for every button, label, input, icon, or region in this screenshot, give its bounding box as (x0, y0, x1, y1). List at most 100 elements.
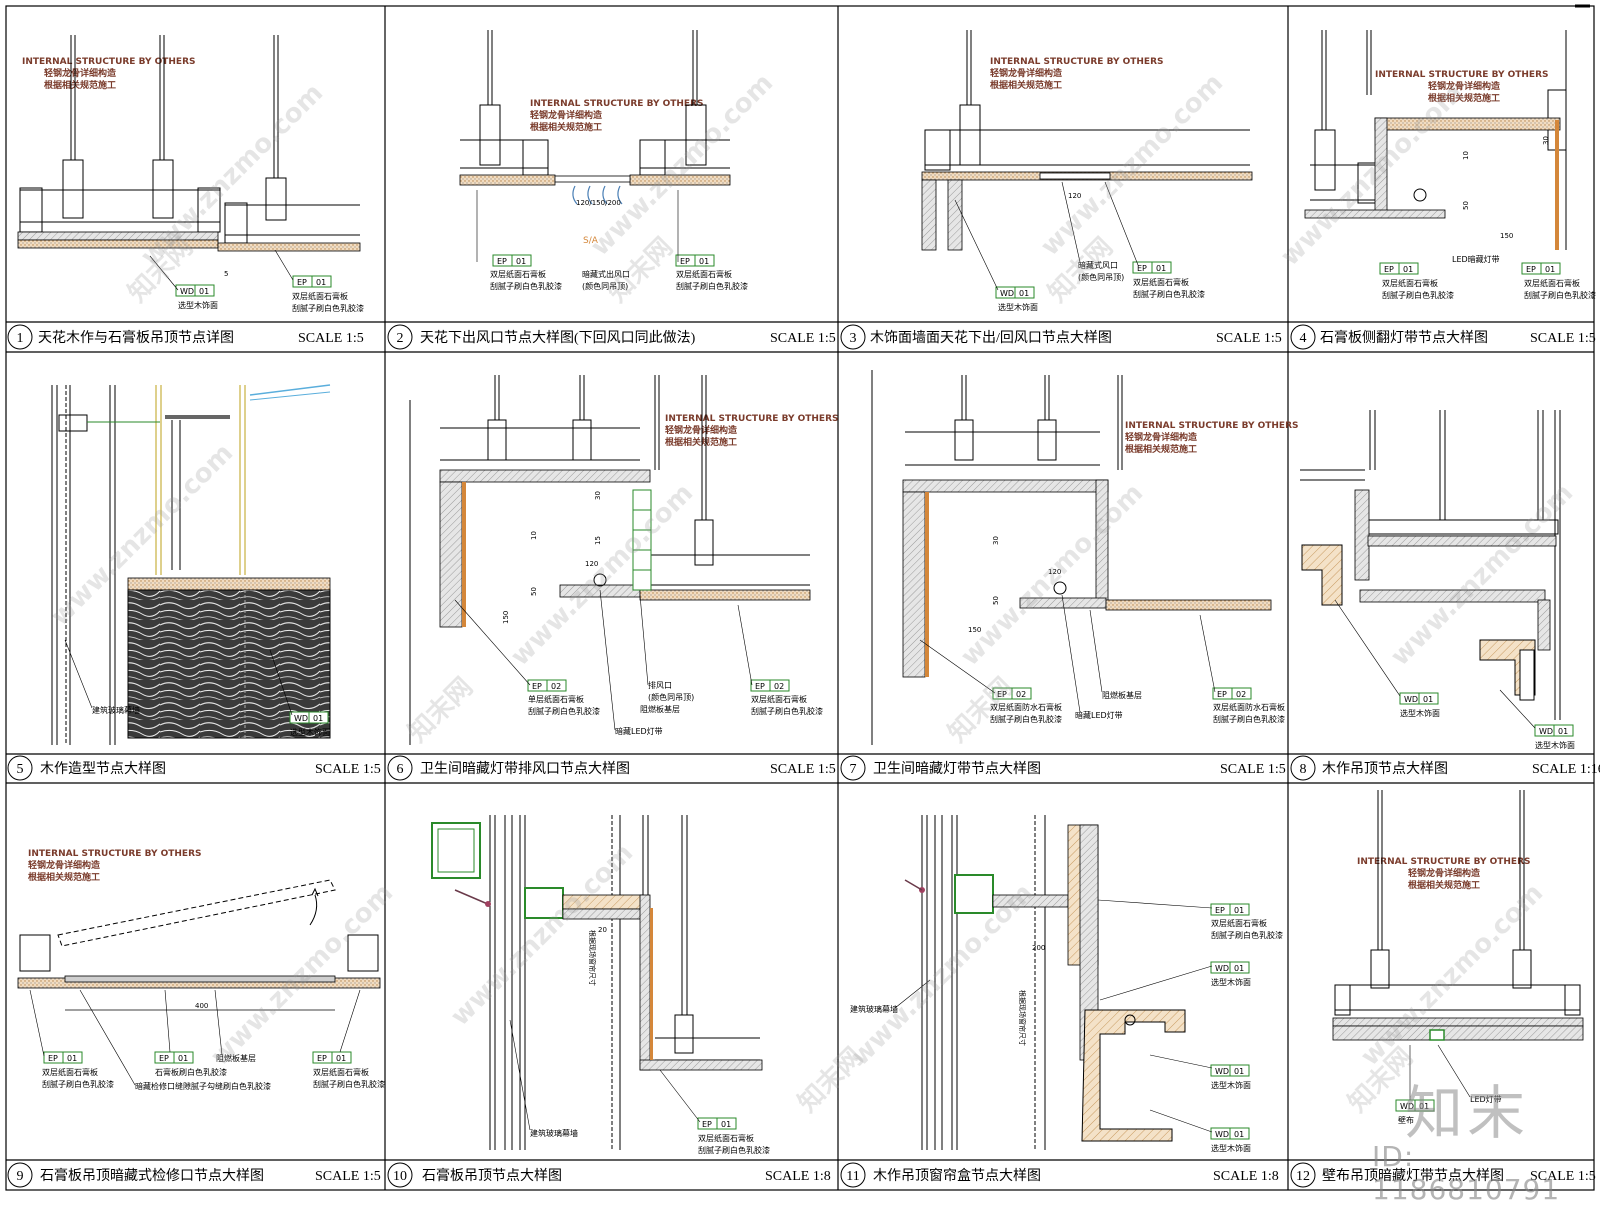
title-text: 木作吊顶窗帘盒节点大样图 (873, 1167, 1041, 1184)
tag-ep-01: EP 01 (43, 1051, 83, 1064)
svg-text:EP: EP (532, 682, 542, 691)
svg-text:120: 120 (585, 560, 598, 568)
svg-text:01: 01 (1234, 1067, 1244, 1076)
svg-text:01: 01 (1545, 265, 1555, 274)
title-number: 8 (1300, 762, 1307, 777)
title-text: 石膏板吊顶节点大样图 (422, 1167, 562, 1184)
tag-wd-01: WD 01 (1210, 1127, 1250, 1140)
internal-note: INTERNAL STRUCTURE BY OTHERS 轻钢龙骨详细构造 根据… (1357, 857, 1531, 891)
svg-text:暗藏LED灯带: 暗藏LED灯带 (1075, 710, 1123, 720)
svg-text:WD: WD (1215, 1130, 1229, 1139)
svg-text:双层纸面石膏板: 双层纸面石膏板 (490, 269, 546, 279)
svg-text:刮腻子刷白色乳胶漆: 刮腻子刷白色乳胶漆 (676, 281, 748, 291)
note-cn-2: 根据相关规范施工 (530, 121, 602, 133)
note-cn-2: 根据相关规范施工 (1428, 92, 1500, 104)
svg-text:02: 02 (1236, 690, 1246, 699)
note-en: INTERNAL STRUCTURE BY OTHERS (1375, 70, 1549, 80)
title-number-circle (387, 324, 413, 350)
svg-text:LED灯带: LED灯带 (1470, 1094, 1502, 1104)
title-number: 4 (1300, 331, 1307, 346)
note-en: INTERNAL STRUCTURE BY OTHERS (22, 57, 196, 67)
svg-text:02: 02 (551, 682, 561, 691)
svg-text:刮腻子刷白色乳胶漆: 刮腻子刷白色乳胶漆 (1133, 289, 1205, 299)
svg-text:01: 01 (1423, 695, 1433, 704)
title-text: 木作吊顶节点大样图 (1322, 761, 1448, 777)
detail-panel-5: 建筑玻璃幕墙 WD 01 选型木饰面 (51, 384, 331, 745)
svg-text:EP: EP (297, 278, 307, 287)
tag-ep-01: EP 01 (1521, 262, 1561, 275)
title-scale: SCALE 1:5 (1216, 331, 1282, 346)
svg-text:01: 01 (1234, 1130, 1244, 1139)
note-cn-2: 根据相关规范施工 (1125, 443, 1197, 455)
svg-text:WD: WD (294, 714, 308, 723)
supply-air: S/A (583, 236, 599, 246)
svg-text:刮腻子刷白色乳胶漆: 刮腻子刷白色乳胶漆 (490, 281, 562, 291)
title-number-circle (387, 1162, 413, 1188)
title-number: 12 (1296, 1169, 1310, 1184)
svg-text:阻燃板基层: 阻燃板基层 (216, 1053, 256, 1063)
svg-text:双层纸面石膏板: 双层纸面石膏板 (313, 1067, 369, 1077)
title-number-circle (7, 1162, 33, 1188)
svg-text:01: 01 (313, 714, 323, 723)
title-text: 天花木作与石膏板吊顶节点详图 (38, 329, 234, 346)
title-number-circle (7, 755, 33, 781)
title-number: 7 (850, 762, 857, 777)
svg-text:建筑玻璃幕墙: 建筑玻璃幕墙 (92, 705, 140, 715)
internal-note: INTERNAL STRUCTURE BY OTHERS 轻钢龙骨详细构造 根据… (1125, 421, 1299, 455)
title-number-circle (1290, 755, 1316, 781)
tag-wd-01: WD 01 (289, 711, 329, 724)
svg-text:选型木饰面: 选型木饰面 (1211, 1080, 1251, 1090)
svg-text:EP: EP (497, 257, 507, 266)
svg-text:01: 01 (67, 1054, 77, 1063)
svg-text:选型木饰面: 选型木饰面 (290, 727, 330, 737)
note-en: INTERNAL STRUCTURE BY OTHERS (530, 99, 704, 109)
svg-text:刮腻子刷白色乳胶漆: 刮腻子刷白色乳胶漆 (1211, 930, 1283, 940)
svg-text:暗藏检修口缝隙腻子勾缝刷白色乳胶漆: 暗藏检修口缝隙腻子勾缝刷白色乳胶漆 (135, 1081, 271, 1091)
svg-text:WD: WD (1539, 727, 1553, 736)
note-cn-1: 轻钢龙骨详细构造 (28, 859, 101, 871)
svg-text:EP: EP (1526, 265, 1536, 274)
svg-text:EP: EP (159, 1054, 169, 1063)
svg-text:01: 01 (1234, 906, 1244, 915)
svg-text:EP: EP (48, 1054, 58, 1063)
svg-text:150: 150 (502, 611, 510, 624)
note-cn-1: 轻钢龙骨详细构造 (1408, 867, 1481, 879)
title-number: 5 (17, 762, 24, 777)
svg-text:10: 10 (1462, 151, 1470, 160)
svg-text:WD: WD (1404, 695, 1418, 704)
svg-text:双层纸面石膏板: 双层纸面石膏板 (698, 1133, 754, 1143)
title-text: 木作造型节点大样图 (40, 761, 166, 777)
title-number-circle (840, 755, 866, 781)
note-cn-1: 轻钢龙骨详细构造 (1428, 80, 1501, 92)
svg-text:(颜色同吊顶): (颜色同吊顶) (582, 281, 628, 291)
title-number-circle (7, 324, 33, 350)
note-en: INTERNAL STRUCTURE BY OTHERS (28, 849, 202, 859)
svg-text:01: 01 (199, 287, 209, 296)
detail-panel-9: INTERNAL STRUCTURE BY OTHERS 轻钢龙骨详细构造 根据… (17, 849, 385, 1091)
internal-note: INTERNAL STRUCTURE BY OTHERS 轻钢龙骨详细构造 根据… (22, 57, 196, 91)
svg-text:50: 50 (992, 596, 1000, 605)
svg-text:400: 400 (195, 1002, 208, 1010)
svg-text:(颜色同吊顶): (颜色同吊顶) (648, 692, 694, 702)
title-number: 1 (17, 331, 24, 346)
note-cn-2: 根据相关规范施工 (990, 79, 1062, 91)
svg-text:EP: EP (755, 682, 765, 691)
svg-text:排风口: 排风口 (648, 680, 672, 690)
svg-text:01: 01 (721, 1120, 731, 1129)
svg-text:EP: EP (1384, 265, 1394, 274)
svg-text:双层纸面石膏板: 双层纸面石膏板 (751, 694, 807, 704)
internal-note: INTERNAL STRUCTURE BY OTHERS 轻钢龙骨详细构造 根据… (1375, 70, 1549, 104)
internal-note: INTERNAL STRUCTURE BY OTHERS 轻钢龙骨详细构造 根据… (665, 414, 839, 448)
svg-text:150: 150 (968, 626, 981, 634)
title-scale: SCALE 1:5 (315, 1169, 381, 1184)
title-text: 卫生间暗藏灯带排风口节点大样图 (420, 761, 630, 777)
